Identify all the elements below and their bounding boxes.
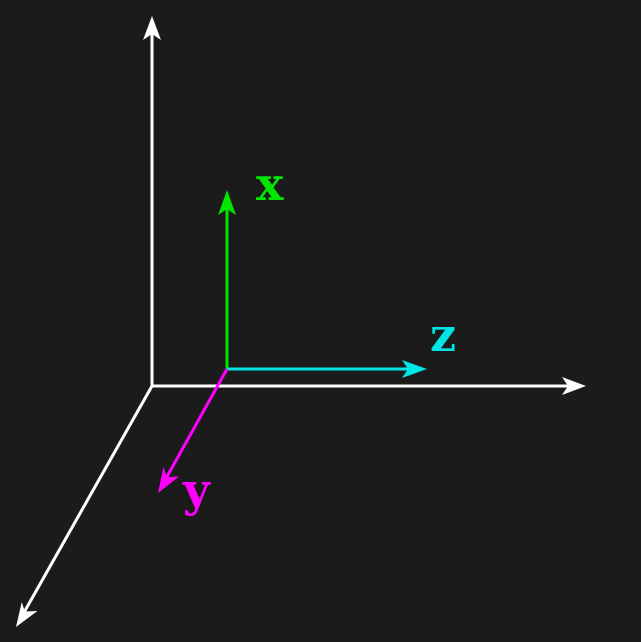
local-frame: x z y — [158, 157, 456, 517]
world-axis-diagonal-arrowhead — [16, 602, 38, 627]
local-axis-y-label: y — [182, 463, 211, 517]
world-axes — [16, 16, 586, 627]
local-axis-x-arrowhead — [218, 190, 236, 215]
world-axis-vertical-arrowhead — [143, 16, 161, 40]
local-axis-y-arrowhead — [158, 467, 180, 493]
local-axis-z-label: z — [430, 308, 456, 362]
world-axis-diagonal — [20, 385, 154, 617]
local-axis-x-label: x — [256, 157, 284, 211]
world-axis-horizontal-arrowhead — [562, 377, 586, 395]
local-axis-z-arrowhead — [402, 360, 427, 378]
local-axis-y — [162, 368, 229, 483]
